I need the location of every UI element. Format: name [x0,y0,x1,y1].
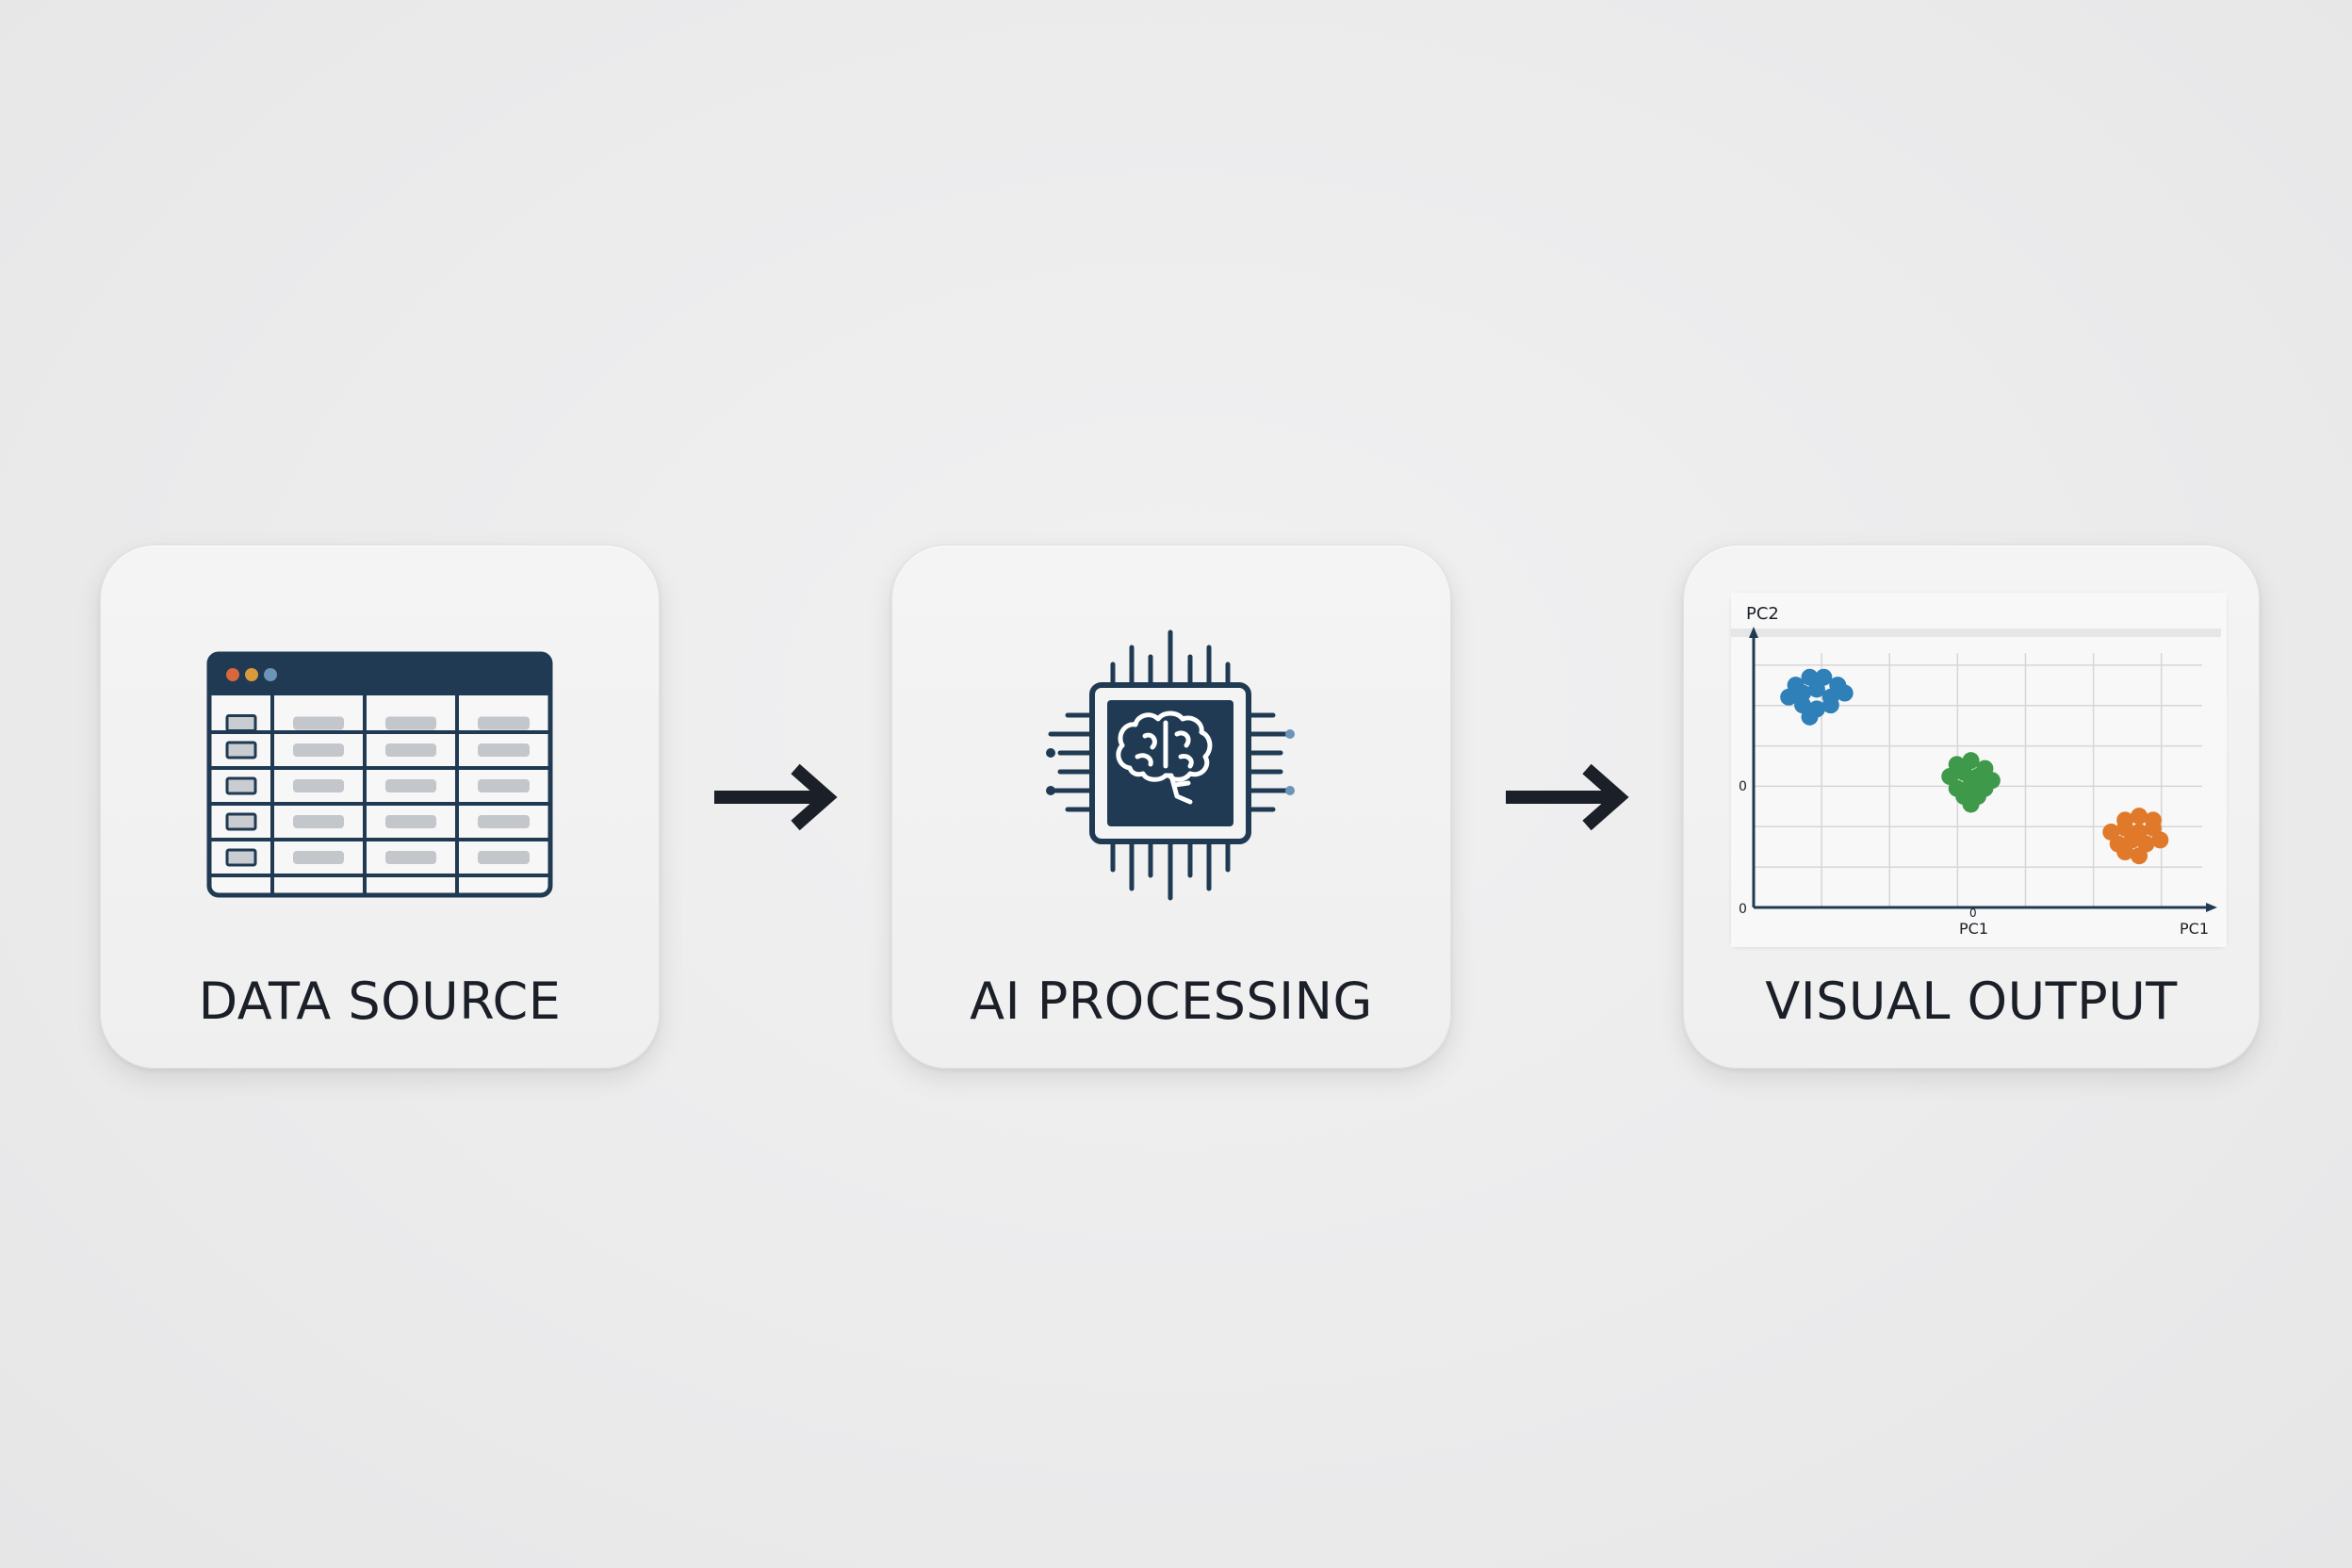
window-dot-blue [264,668,277,681]
table-cell-placeholder [293,716,344,730]
arrow-right-icon [710,760,842,835]
table-cell-placeholder [478,815,530,828]
scatter-point-cluster-1 [1836,684,1854,702]
x-axis-label-end: PC1 [2180,920,2209,938]
window-dot-orange [245,668,258,681]
table-cell-placeholder [385,815,436,828]
brain-chip-icon [1015,625,1326,921]
table-cell-placeholder [385,743,436,757]
chip-pin-dot [1046,786,1055,795]
arrow-right-icon [1502,760,1634,835]
scatter-point-cluster-1 [1780,688,1798,706]
ai-processing-card: AI PROCESSING [891,545,1451,1069]
table-cell-placeholder [293,815,344,828]
table-cell-placeholder [385,851,436,864]
table-icon [206,651,553,902]
scatter-point-cluster-3 [2151,831,2169,849]
table-cell-marker [225,776,257,795]
y-tick-label-mid: 0 [1739,779,1747,794]
scatter-point-cluster-2 [1962,795,1980,813]
step-label-data-source: DATA SOURCE [198,972,562,1031]
table-cell-placeholder [478,779,530,792]
window-dot-red [226,668,239,681]
table-cell-marker [225,714,257,732]
table-cell-marker [225,741,257,760]
table-cell-marker [225,812,257,831]
table-cell-placeholder [385,779,436,792]
table-cell-placeholder [478,851,530,864]
scatter-chart-icon: PC2 PC1 PC1 0 0 0 [1731,593,2227,947]
table-cell-placeholder [385,716,436,730]
y-axis-label: PC2 [1746,604,1779,624]
step-label-visual-output: VISUAL OUTPUT [1765,972,2178,1031]
table-cell-placeholder [293,779,344,792]
chip-pin-dot [1285,786,1295,795]
chip-pin-dot [1046,748,1055,758]
visual-output-card: PC2 PC1 PC1 0 0 0 VISUAL OUTPUT [1683,545,2260,1069]
data-source-card: DATA SOURCE [100,545,660,1069]
x-axis-label-center: PC1 [1959,920,1988,938]
scatter-point-cluster-1 [1794,684,1812,702]
x-tick-label: 0 [1969,906,1977,920]
table-cell-placeholder [478,743,530,757]
scatter-point-cluster-3 [2131,808,2148,825]
table-cell-marker [225,848,257,867]
scatter-point-cluster-1 [1807,680,1825,698]
scatter-point-cluster-1 [1821,696,1839,714]
table-cell-placeholder [293,743,344,757]
table-cell-placeholder [478,716,530,730]
step-label-ai-processing: AI PROCESSING [970,972,1373,1031]
scatter-point-cluster-1 [1801,708,1819,726]
brain-icon [1116,710,1213,805]
scatter-point-cluster-3 [2131,847,2148,865]
scatter-chart-panel: PC2 PC1 PC1 0 0 0 [1731,593,2227,947]
chip-pin-dot [1285,729,1295,739]
scatter-point-cluster-3 [2116,843,2134,861]
y-tick-label-origin: 0 [1739,902,1747,917]
table-cell-placeholder [293,851,344,864]
